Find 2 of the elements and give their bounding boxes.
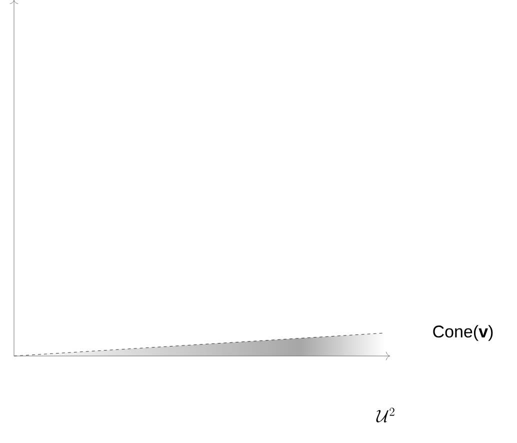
axis-label: Cone(v): [433, 325, 493, 341]
axis-label: $\mathcal{U}^2$: [376, 408, 394, 422]
